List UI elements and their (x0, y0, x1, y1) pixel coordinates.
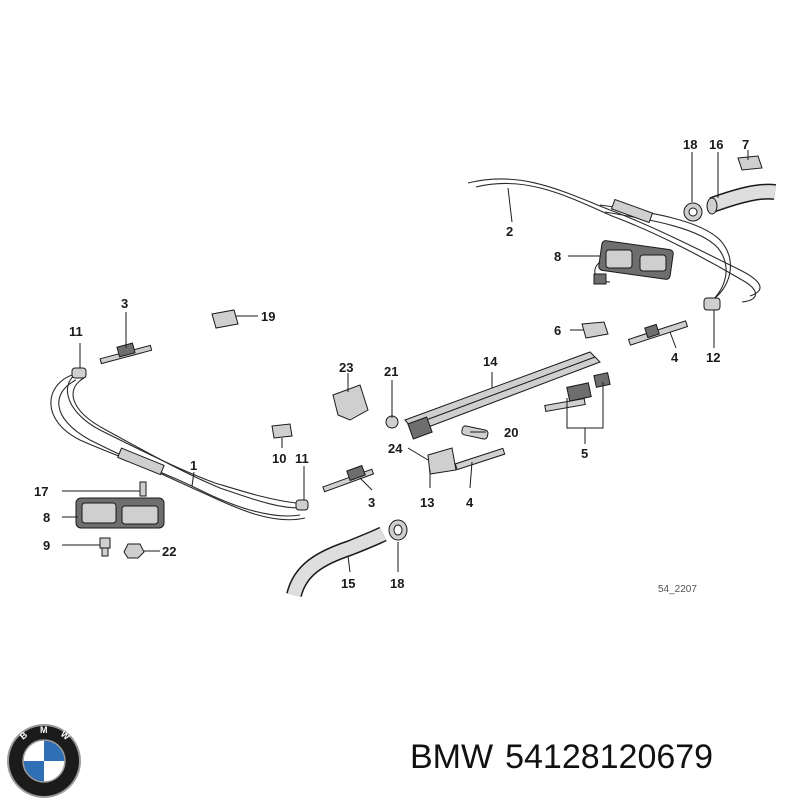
callout-15: 15 (341, 576, 355, 591)
diagram-reference-code: 54_2207 (658, 584, 697, 595)
callout-4-center: 4 (466, 495, 474, 510)
guide-sleeve-11-left (71, 367, 87, 379)
hose-lower (286, 526, 387, 598)
clip-7 (737, 155, 763, 171)
svg-text:M: M (40, 725, 48, 735)
callout-18-lower: 18 (390, 576, 404, 591)
drive-cables-right (467, 178, 761, 305)
bmw-logo: B M W (7, 724, 81, 798)
callout-18-upper: 18 (683, 137, 697, 152)
bracket-5 (544, 372, 611, 413)
bolt-9 (99, 537, 111, 557)
callout-3-center: 3 (368, 495, 375, 510)
callout-14: 14 (483, 354, 498, 369)
clip-10 (271, 423, 293, 439)
motor-lower (75, 497, 165, 529)
part-number: 54128120679 (505, 738, 714, 776)
callout-2: 2 (506, 224, 513, 239)
grommet-lower (388, 519, 408, 541)
callout-10: 10 (272, 451, 286, 466)
callout-8-lower: 8 (43, 510, 50, 525)
guide-sleeve-12 (703, 297, 721, 311)
callout-1: 1 (190, 458, 197, 473)
cable-end-4-right (627, 320, 689, 346)
callout-16: 16 (709, 137, 723, 152)
callout-7: 7 (742, 137, 749, 152)
callout-11-right: 11 (295, 451, 309, 466)
callout-13: 13 (420, 495, 434, 510)
slide-block-23 (332, 384, 369, 421)
lever-24 (427, 447, 457, 475)
screw-17 (139, 481, 147, 497)
callout-20: 20 (504, 425, 518, 440)
cable-end-3-center (322, 464, 375, 493)
cable-end-4-center (454, 447, 506, 471)
callout-6: 6 (554, 323, 561, 338)
callout-23: 23 (339, 360, 353, 375)
callout-19: 19 (261, 309, 275, 324)
motor-upper (593, 240, 674, 285)
leader-lines (62, 150, 749, 573)
callout-5: 5 (581, 446, 588, 461)
callout-17: 17 (34, 484, 48, 499)
callout-24: 24 (388, 441, 403, 456)
grommet-upper (683, 202, 703, 222)
nut-22 (123, 543, 145, 559)
callout-numbers: 2 18 16 7 8 6 4 12 14 5 23 21 20 24 13 4… (34, 137, 749, 595)
callout-21: 21 (384, 364, 398, 379)
clip-6 (581, 321, 609, 339)
cable-end-3-left (99, 342, 153, 365)
drive-cables-left (50, 371, 306, 521)
brand-name: BMW (410, 738, 494, 776)
hose-upper (706, 183, 777, 215)
guide-rail-14 (404, 351, 601, 440)
callout-3-left: 3 (121, 296, 128, 311)
svg-text:B: B (18, 729, 30, 741)
guide-sleeve-11-right (295, 499, 309, 511)
callout-22: 22 (162, 544, 176, 559)
callout-11-left: 11 (69, 324, 83, 339)
callout-12: 12 (706, 350, 720, 365)
clip-19 (211, 309, 239, 329)
callout-9: 9 (43, 538, 50, 553)
callout-4-right: 4 (671, 350, 679, 365)
callout-8-upper: 8 (554, 249, 561, 264)
part-caption: BMW 54128120679 (410, 738, 725, 777)
